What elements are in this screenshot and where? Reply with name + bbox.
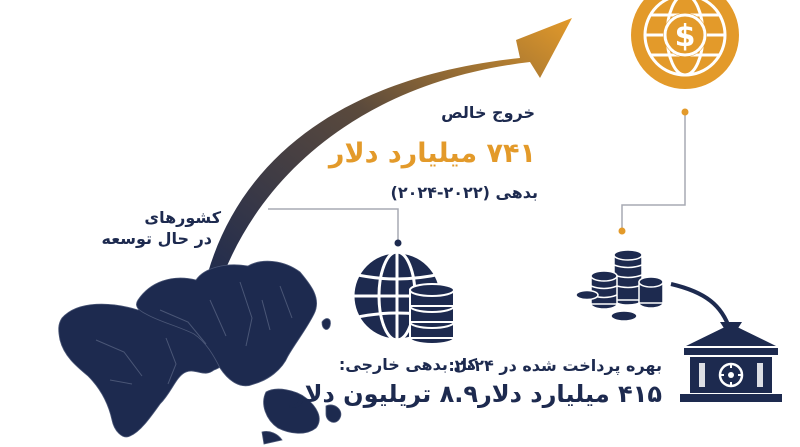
bank-vault-icon	[680, 324, 782, 402]
curved-arrow-icon	[203, 18, 572, 292]
developing-countries-line2: در حال توسعه	[101, 229, 213, 248]
globe-coins-icon	[351, 250, 455, 345]
net-outflow-label: خروج خالص	[441, 103, 535, 122]
world-map-icon	[58, 260, 342, 445]
net-outflow-note: بدهی (۲۰۲۲-۲۰۲۴)	[390, 183, 539, 202]
developing-countries-line1: کشورهای	[144, 208, 221, 227]
coin-stack-icon	[575, 249, 664, 322]
external-debt-label: کل بدهی خارجی:	[338, 355, 477, 374]
connector-dot	[394, 239, 402, 247]
svg-text:$: $	[675, 19, 696, 54]
interest-paid-label: بهره پرداخت شده در ۲۰۲۴:	[448, 356, 662, 375]
net-outflow-amount: ۷۴۱ میلیارد دلار	[328, 138, 536, 169]
interest-paid-amount: ۴۱۵ میلیارد دلار	[477, 380, 662, 408]
globe-dollar-icon: $	[631, 0, 739, 89]
connector-dot	[681, 108, 689, 116]
external-debt-amount: ۸.۹ تریلیون دلار	[290, 380, 478, 408]
connector-dot	[618, 227, 626, 235]
